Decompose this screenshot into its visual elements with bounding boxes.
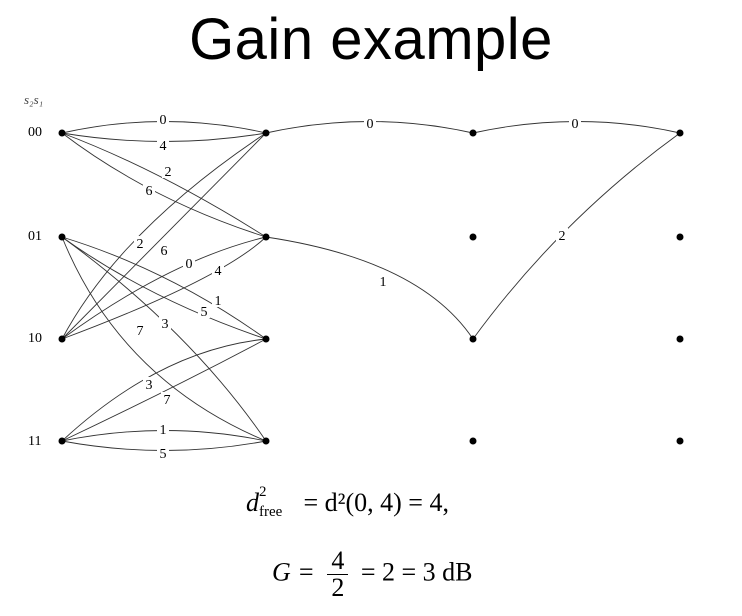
label-00-10: 4 [160, 139, 167, 154]
label-00-01: 2 [165, 165, 172, 180]
edge-00-11 [61, 132, 267, 238]
node-t0-10 [58, 335, 66, 343]
trellis-diagram: 0 4 2 6 2 6 0 4 5 1 3 7 3 7 1 5 0 0 1 2 [58, 112, 684, 462]
label-path-4: 2 [559, 229, 566, 244]
label-01-01: 0 [186, 257, 193, 272]
label-11-00: 3 [146, 378, 153, 393]
node-t1-01 [262, 233, 270, 241]
label-path-2: 0 [572, 117, 579, 132]
label-00-00: 0 [160, 113, 167, 128]
node-t3-10 [676, 335, 684, 343]
state-header: s₂s₁ [24, 92, 44, 107]
label-00-11: 6 [146, 184, 153, 199]
edge-10-10 [61, 236, 267, 340]
node-t2-00 [469, 129, 477, 137]
label-11-11: 5 [160, 447, 167, 462]
node-t0-00 [58, 129, 66, 137]
node-t3-00 [676, 129, 684, 137]
edge-01-00 [61, 236, 267, 340]
state-label-10: 10 [28, 331, 42, 346]
state-label-00: 00 [28, 125, 42, 140]
node-t1-00 [262, 129, 270, 137]
label-10-00: 2 [137, 237, 144, 252]
edge-11-00 [61, 338, 267, 442]
state-label-11: 11 [28, 434, 42, 449]
edge-10-01 [61, 132, 267, 340]
path-edge-4 [472, 132, 681, 340]
state-label-01: 01 [28, 229, 42, 244]
label-11-10: 1 [160, 423, 167, 438]
node-t3-01 [676, 233, 684, 241]
edge-01-10 [61, 236, 267, 442]
slide-title: Gain example [189, 7, 553, 72]
gain-fraction: 4 2 [327, 548, 349, 601]
label-path-1: 0 [367, 117, 374, 132]
edge-10-11 [61, 236, 267, 340]
edge-01-01 [61, 236, 267, 340]
label-10-10: 1 [215, 294, 222, 309]
label-11-01: 7 [164, 393, 171, 408]
node-t3-11 [676, 437, 684, 445]
node-t0-01 [58, 233, 66, 241]
label-01-11: 7 [137, 324, 144, 339]
label-path-3: 1 [380, 275, 387, 290]
edge-11-01 [61, 338, 267, 442]
label-10-11: 4 [215, 264, 222, 279]
node-t1-10 [262, 335, 270, 343]
edge-10-00 [61, 132, 267, 340]
node-t2-01 [469, 233, 477, 241]
path-edge-3 [265, 236, 474, 340]
gain-equation: G = 4 2 = 2 = 3 dB [272, 546, 473, 602]
node-t2-11 [469, 437, 477, 445]
node-t2-10 [469, 335, 477, 343]
node-t1-11 [262, 437, 270, 445]
edge-01-11 [61, 236, 267, 442]
label-01-11b: 3 [162, 317, 169, 332]
label-01-10: 5 [201, 305, 208, 320]
label-10-01: 6 [161, 244, 168, 259]
node-t0-11 [58, 437, 66, 445]
